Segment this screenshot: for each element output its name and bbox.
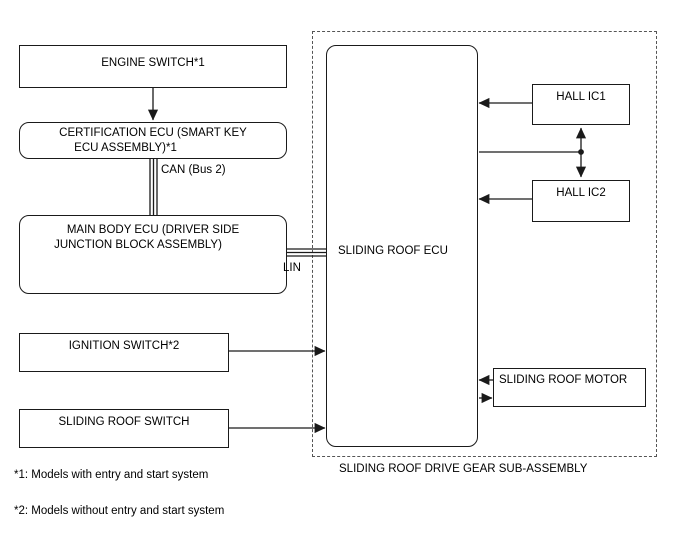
sub-assembly-caption: SLIDING ROOF DRIVE GEAR SUB-ASSEMBLY <box>339 463 588 475</box>
block-sliding-roof-ecu-label: SLIDING ROOF ECU <box>338 245 448 257</box>
block-main-body-ecu-label-line2: JUNCTION BLOCK ASSEMBLY) <box>54 239 222 251</box>
block-certification-ecu[interactable]: CERTIFICATION ECU (SMART KEY ECU ASSEMBL… <box>19 122 287 159</box>
block-engine-switch-label: ENGINE SWITCH*1 <box>101 57 205 69</box>
block-sliding-roof-ecu[interactable]: SLIDING ROOF ECU <box>326 45 478 447</box>
block-certification-ecu-label-line1: CERTIFICATION ECU (SMART KEY <box>59 127 247 139</box>
block-hall-ic1-label: HALL IC1 <box>556 91 606 103</box>
bus-label-can: CAN (Bus 2) <box>161 164 226 176</box>
block-certification-ecu-label-line2: ECU ASSEMBLY)*1 <box>74 142 177 154</box>
bus-label-lin: LIN <box>283 262 301 274</box>
block-sliding-roof-switch-label: SLIDING ROOF SWITCH <box>58 416 190 428</box>
footnote-2: *2: Models without entry and start syste… <box>14 505 225 517</box>
block-sliding-roof-motor[interactable]: SLIDING ROOF MOTOR <box>493 368 646 407</box>
block-main-body-ecu[interactable]: MAIN BODY ECU (DRIVER SIDE JUNCTION BLOC… <box>19 215 287 294</box>
junction-dot <box>578 149 584 155</box>
block-ignition-switch[interactable]: IGNITION SWITCH*2 <box>19 333 229 372</box>
block-hall-ic2[interactable]: HALL IC2 <box>532 180 630 222</box>
block-main-body-ecu-label-line1: MAIN BODY ECU (DRIVER SIDE <box>66 224 240 236</box>
block-sliding-roof-switch[interactable]: SLIDING ROOF SWITCH <box>19 409 229 448</box>
block-hall-ic2-label: HALL IC2 <box>556 187 606 199</box>
block-engine-switch[interactable]: ENGINE SWITCH*1 <box>19 45 287 88</box>
block-ignition-switch-label: IGNITION SWITCH*2 <box>68 340 180 352</box>
block-hall-ic1[interactable]: HALL IC1 <box>532 84 630 125</box>
sliding-roof-drive-gear-boundary <box>312 31 657 457</box>
footnote-1: *1: Models with entry and start system <box>14 469 209 481</box>
block-sliding-roof-motor-label: SLIDING ROOF MOTOR <box>499 374 628 386</box>
